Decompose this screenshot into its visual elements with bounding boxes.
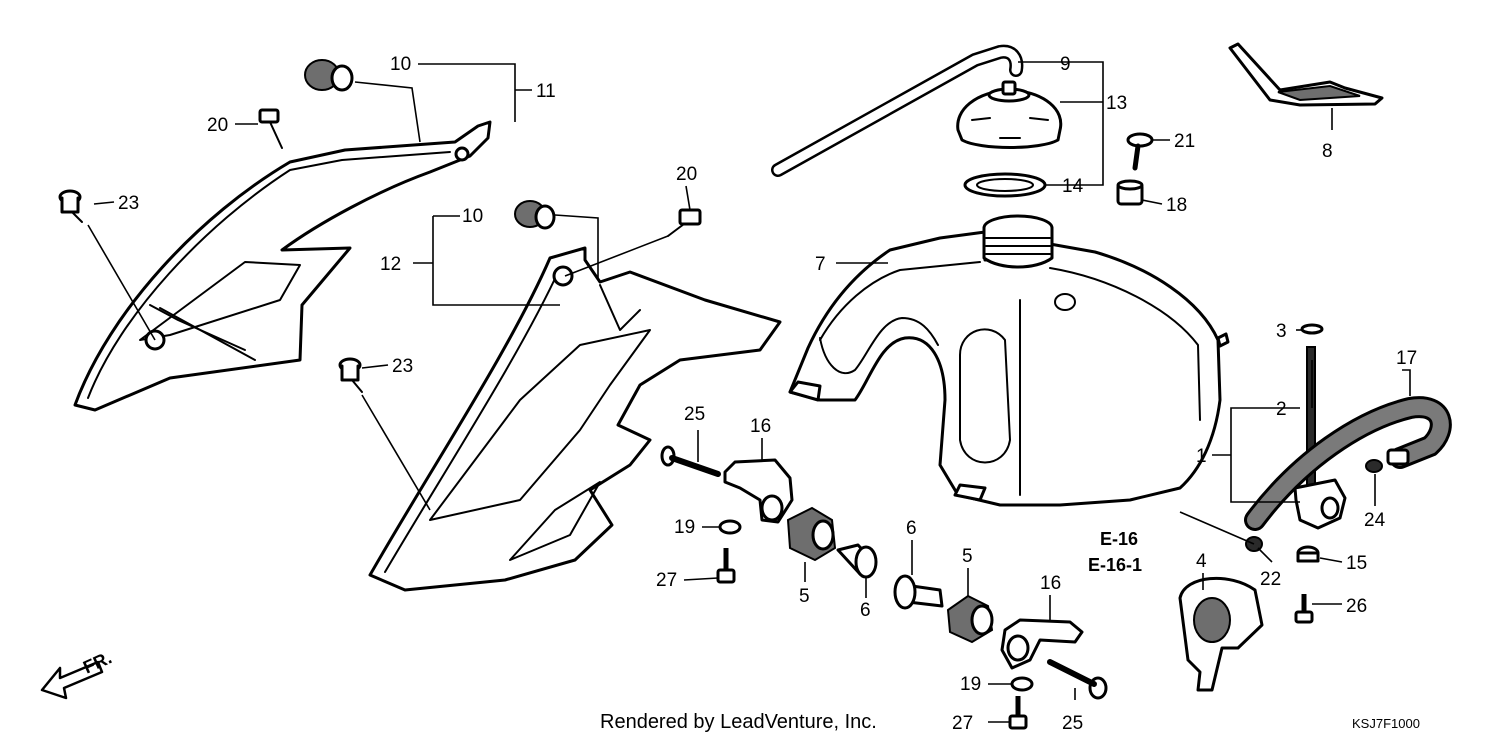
- callout-11: 11: [536, 81, 556, 102]
- mount-collar-part: [836, 543, 944, 610]
- gasket-ring-inner: [976, 178, 1034, 192]
- screw-part: [1126, 132, 1154, 171]
- callout-9: 9: [1060, 54, 1071, 75]
- fuel-hose-part: [1244, 396, 1452, 531]
- clip-part: [58, 189, 363, 393]
- callout-18: 18: [1166, 195, 1187, 216]
- fuel-cap-part: [956, 80, 1063, 149]
- right-shroud-part: [368, 246, 782, 592]
- bracket-part: [1228, 42, 1384, 107]
- callout-19: 19: [674, 517, 695, 538]
- callout-20: 20: [207, 115, 228, 136]
- callout-26: 26: [1346, 596, 1367, 617]
- diagram-code: KSJ7F1000: [1352, 716, 1420, 731]
- reference-codes: E-16 E-16-1: [1088, 529, 1142, 575]
- callout-5: 5: [799, 586, 810, 607]
- reference-e16: E-16: [1100, 529, 1138, 549]
- callout-24: 24: [1364, 510, 1386, 531]
- callout-25: 25: [684, 404, 705, 425]
- callout-4: 4: [1196, 551, 1207, 572]
- callout-2: 2: [1276, 399, 1287, 420]
- callout-14: 14: [1062, 176, 1084, 197]
- callout-3: 3: [1276, 321, 1287, 342]
- callout-6: 6: [860, 600, 871, 621]
- nut-part: [1296, 545, 1320, 563]
- callout-15: 15: [1346, 553, 1367, 574]
- callout-6-lower: 6: [906, 518, 917, 539]
- callout-21: 21: [1174, 131, 1195, 152]
- hose-clip-part: [1245, 459, 1383, 552]
- left-shroud-part: [73, 120, 492, 412]
- leader-lines: [87, 61, 1411, 723]
- collar-part: [1116, 179, 1144, 206]
- breather-tube-part: [771, 44, 1024, 177]
- rubber-mount-part: [786, 506, 994, 644]
- callout-16: 16: [750, 416, 771, 437]
- callout-1: 1: [1196, 446, 1207, 467]
- front-direction-arrow: FR.: [40, 647, 115, 700]
- callout-16-lower: 16: [1040, 573, 1061, 594]
- small-bolt-part: [1294, 594, 1314, 624]
- callout-17: 17: [1396, 348, 1417, 369]
- grommet-part: [304, 59, 556, 230]
- callout-23-right: 23: [392, 356, 413, 377]
- callout-23: 23: [118, 193, 139, 214]
- valve-cover-part: [1178, 576, 1264, 692]
- front-direction-label: FR.: [80, 647, 115, 677]
- tank-stay-part: [723, 458, 1084, 670]
- callout-7: 7: [815, 254, 826, 275]
- callout-25-lower: 25: [1062, 713, 1083, 734]
- callout-22: 22: [1260, 569, 1281, 590]
- callout-5-lower: 5: [962, 546, 973, 567]
- fuel-tank-part: [788, 214, 1230, 507]
- render-credit: Rendered by LeadVenture, Inc.: [600, 711, 877, 733]
- callout-numbers: 10 11 20 23 10 12 20 23 9 13 21 14 18 8 …: [118, 54, 1417, 734]
- fuel-valve-part: [1293, 323, 1347, 530]
- callout-19-lower: 19: [960, 674, 981, 695]
- reference-e16-1: E-16-1: [1088, 555, 1142, 575]
- callout-8: 8: [1322, 141, 1333, 162]
- callout-10-right: 10: [462, 206, 483, 227]
- callout-27: 27: [656, 570, 677, 591]
- callout-12: 12: [380, 254, 401, 275]
- callout-10: 10: [390, 54, 411, 75]
- callout-13: 13: [1106, 93, 1127, 114]
- mount-bolt-part: [660, 445, 1108, 700]
- callout-20-right: 20: [676, 164, 697, 185]
- callout-27-lower: 27: [952, 713, 973, 734]
